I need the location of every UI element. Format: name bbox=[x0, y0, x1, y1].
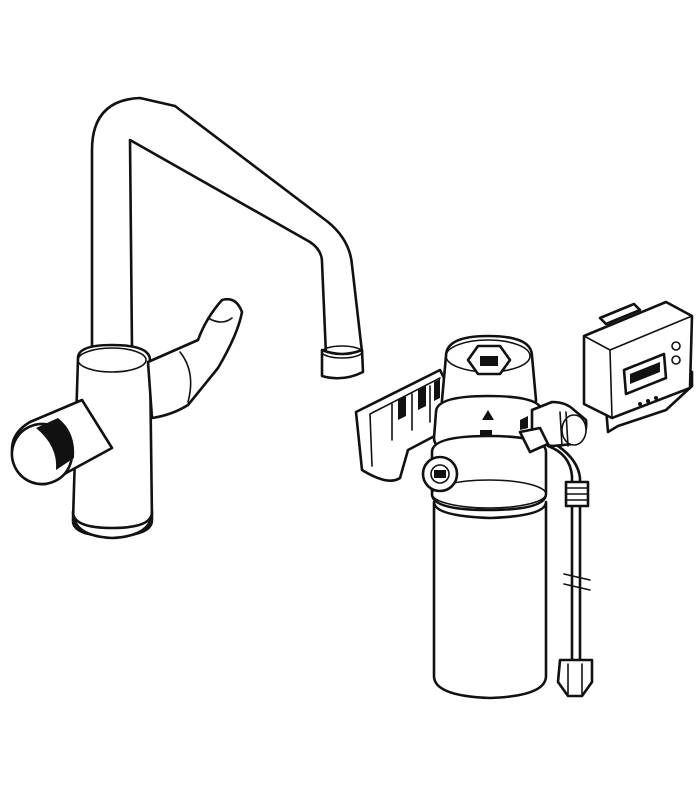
tap-spout-outlet bbox=[320, 348, 365, 380]
connection-hose bbox=[518, 400, 594, 698]
filter-wall-bracket bbox=[354, 368, 448, 482]
tap-base-ring bbox=[71, 510, 154, 540]
tap-knob-grip bbox=[36, 418, 75, 470]
water-filter-cartridge bbox=[421, 434, 548, 700]
kitchen-tap bbox=[10, 96, 365, 540]
filter-display-unit bbox=[582, 300, 694, 434]
tap-lever-right bbox=[146, 297, 244, 420]
tap-spout bbox=[90, 96, 364, 357]
